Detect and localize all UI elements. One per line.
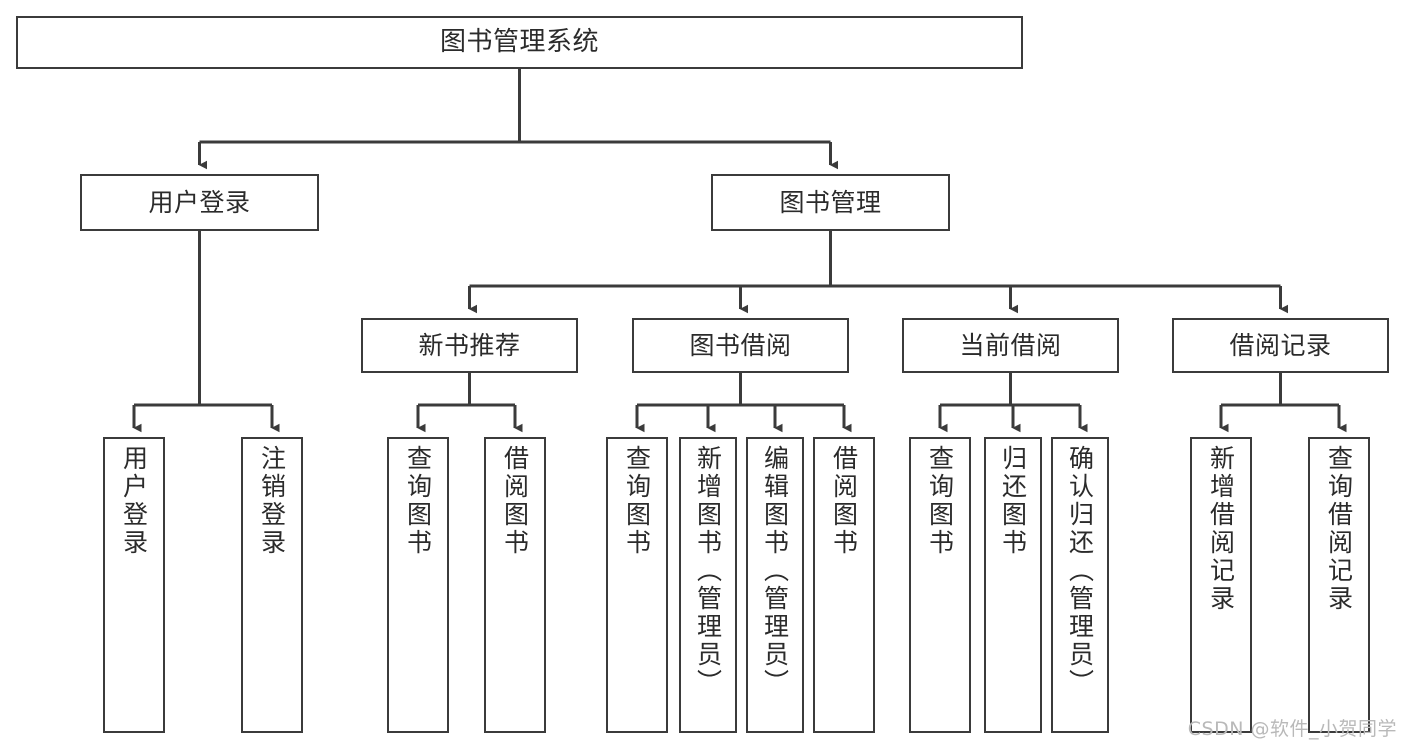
node-leaf-borrow-2[interactable]: 新增图书（管理员） [679, 437, 737, 733]
node-newbook[interactable]: 新书推荐 [361, 318, 578, 373]
node-label-leaf-cur-3: 确认归还（管理员） [1065, 445, 1095, 697]
node-label-leaf-borrow-1: 查询图书 [622, 445, 652, 557]
node-current[interactable]: 当前借阅 [902, 318, 1119, 373]
node-leaf-borrow-1[interactable]: 查询图书 [606, 437, 668, 733]
node-label-records: 借阅记录 [1229, 330, 1332, 360]
node-borrow[interactable]: 图书借阅 [632, 318, 849, 373]
node-label-leaf-cur-2: 归还图书 [998, 445, 1028, 557]
node-label-leaf-new-2: 借阅图书 [500, 445, 530, 557]
node-label-login: 用户登录 [148, 187, 251, 217]
node-leaf-login-1[interactable]: 用户登录 [103, 437, 165, 733]
node-label-leaf-borrow-2: 新增图书（管理员） [693, 445, 723, 697]
node-leaf-login-2[interactable]: 注销登录 [241, 437, 303, 733]
node-label-leaf-new-1: 查询图书 [403, 445, 433, 557]
node-label-leaf-borrow-4: 借阅图书 [829, 445, 859, 557]
node-leaf-cur-2[interactable]: 归还图书 [984, 437, 1042, 733]
node-label-leaf-cur-1: 查询图书 [925, 445, 955, 557]
node-leaf-new-2[interactable]: 借阅图书 [484, 437, 546, 733]
node-leaf-cur-3[interactable]: 确认归还（管理员） [1051, 437, 1109, 733]
node-bookmgmt[interactable]: 图书管理 [711, 174, 950, 231]
node-root[interactable]: 图书管理系统 [16, 16, 1023, 69]
node-leaf-cur-1[interactable]: 查询图书 [909, 437, 971, 733]
node-leaf-borrow-4[interactable]: 借阅图书 [813, 437, 875, 733]
node-label-bookmgmt: 图书管理 [779, 187, 882, 217]
node-leaf-new-1[interactable]: 查询图书 [387, 437, 449, 733]
node-leaf-borrow-3[interactable]: 编辑图书（管理员） [746, 437, 804, 733]
node-login[interactable]: 用户登录 [80, 174, 319, 231]
node-label-current: 当前借阅 [959, 330, 1062, 360]
node-label-leaf-login-2: 注销登录 [257, 445, 287, 557]
node-records[interactable]: 借阅记录 [1172, 318, 1389, 373]
node-label-root: 图书管理系统 [439, 27, 599, 58]
node-leaf-rec-2[interactable]: 查询借阅记录 [1308, 437, 1370, 733]
node-label-leaf-rec-2: 查询借阅记录 [1324, 445, 1354, 613]
node-label-newbook: 新书推荐 [418, 330, 521, 360]
node-label-borrow: 图书借阅 [689, 330, 792, 360]
node-label-leaf-login-1: 用户登录 [119, 445, 149, 557]
node-label-leaf-rec-1: 新增借阅记录 [1206, 445, 1236, 613]
csdn-watermark: CSDN @软件_小贺同学 [1187, 718, 1397, 740]
node-label-leaf-borrow-3: 编辑图书（管理员） [760, 445, 790, 697]
node-leaf-rec-1[interactable]: 新增借阅记录 [1190, 437, 1252, 733]
